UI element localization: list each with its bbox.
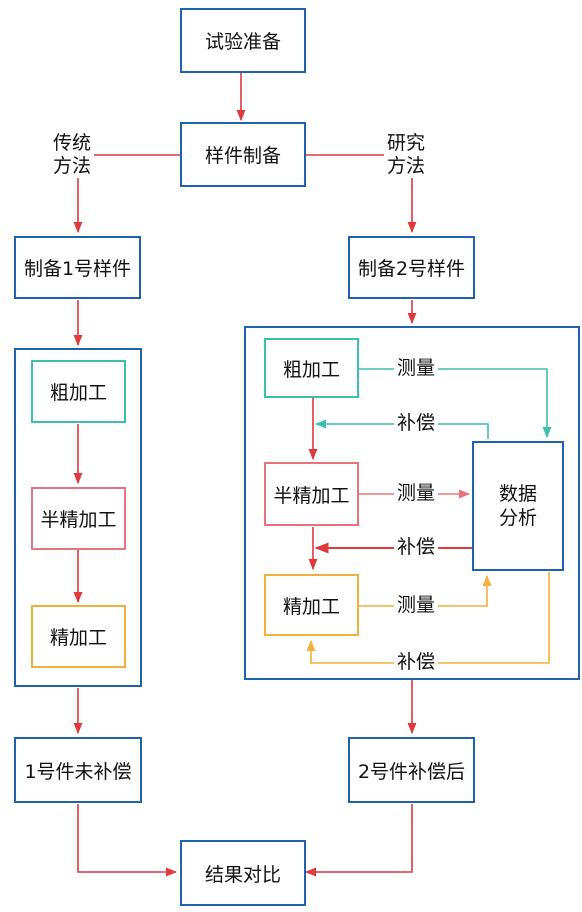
node-semi-finishing-1-label: 半精加工	[40, 509, 117, 531]
node-semi-finishing-2: 半精加工	[264, 462, 359, 526]
research-process-group	[244, 326, 580, 680]
node-test-preparation: 试验准备	[180, 8, 306, 73]
node-data-analysis-line2: 分析	[498, 507, 537, 529]
edge-label-measure-rough: 测量	[394, 357, 439, 380]
traditional-process-group	[14, 348, 142, 687]
node-result-1-label: 1号件未补偿	[24, 760, 132, 783]
node-make-sample-2: 制备2号样件	[348, 236, 475, 299]
arrow-compensate-rough	[314, 419, 489, 439]
node-make-sample-2-label: 制备2号样件	[357, 258, 466, 280]
node-test-preparation-label: 试验准备	[204, 31, 281, 53]
branch-label-traditional: 传统 方法	[50, 132, 95, 178]
node-data-analysis: 数据 分析	[472, 441, 564, 571]
arrow-result2-to-compare	[304, 804, 413, 877]
edge-label-compensate-semi: 补偿	[394, 536, 439, 559]
edge-label-compensate-rough: 补偿	[394, 412, 439, 435]
node-rough-machining-2-label: 粗加工	[282, 358, 340, 381]
node-result-comparison: 结果对比	[180, 840, 306, 906]
node-semi-finishing-2-label: 半精加工	[273, 484, 350, 507]
node-semi-finishing-1: 半精加工	[31, 487, 126, 550]
node-rough-machining-1: 粗加工	[31, 360, 126, 423]
node-sample-preparation: 样件制备	[180, 122, 306, 187]
node-finishing-1-label: 精加工	[49, 627, 107, 649]
node-result-2-label: 2号件补偿后	[357, 760, 466, 783]
node-result-1-uncompensated: 1号件未补偿	[14, 737, 142, 803]
node-data-analysis-line1: 数据	[498, 483, 537, 505]
node-finishing-2: 精加工	[264, 574, 359, 636]
branch-label-research: 研究 方法	[384, 132, 429, 178]
node-finishing-2-label: 精加工	[282, 595, 340, 618]
node-finishing-1: 精加工	[31, 605, 126, 668]
node-rough-machining-2: 粗加工	[264, 338, 359, 398]
node-make-sample-1-label: 制备1号样件	[23, 258, 132, 280]
node-result-comparison-label: 结果对比	[204, 863, 281, 886]
edge-label-measure-finish: 测量	[394, 594, 439, 617]
node-sample-preparation-label: 样件制备	[204, 145, 281, 167]
node-make-sample-1: 制备1号样件	[14, 236, 141, 299]
node-result-2-compensated: 2号件补偿后	[348, 737, 475, 803]
edge-label-measure-semi: 测量	[394, 482, 439, 505]
edge-label-compensate-finish: 补偿	[394, 651, 439, 674]
arrow-result1-to-compare	[77, 804, 178, 877]
node-rough-machining-1-label: 粗加工	[49, 382, 107, 404]
